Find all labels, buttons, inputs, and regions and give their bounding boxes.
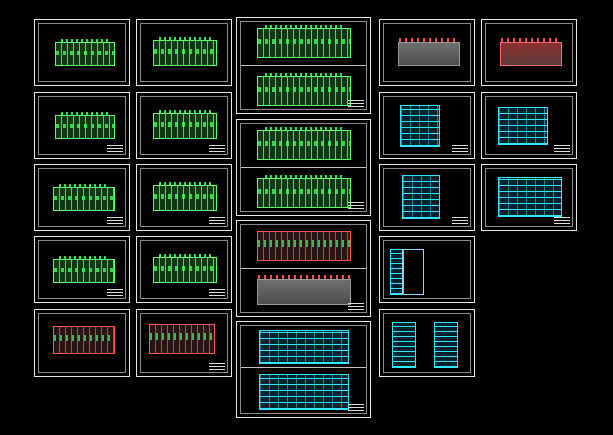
section-outline <box>402 249 424 295</box>
elevation-drawing <box>259 330 349 364</box>
floor-plan-drawing <box>257 231 351 261</box>
elevation-drawing <box>402 175 440 219</box>
title-block <box>554 216 570 224</box>
floor-plan-drawing <box>257 25 351 58</box>
roof-plan-drawing <box>500 38 562 66</box>
title-block <box>107 216 123 224</box>
sheet-floor-plan-10[interactable] <box>136 309 232 377</box>
sheet-floor-plan-6[interactable] <box>136 164 232 231</box>
sheet-floor-plan-5[interactable] <box>34 164 130 231</box>
floor-plan-drawing <box>149 324 215 354</box>
sheet-divider <box>241 268 366 269</box>
title-block <box>452 144 468 152</box>
sheet-floor-plan-9[interactable] <box>34 309 130 377</box>
section-drawing <box>390 249 404 295</box>
sheet-floor-plan-1[interactable] <box>34 19 130 86</box>
sheet-roof-plan-2[interactable] <box>481 19 577 86</box>
section-drawing <box>434 322 458 368</box>
title-block <box>209 288 225 296</box>
sheet-divider <box>241 65 366 66</box>
elevation-drawing <box>400 105 440 147</box>
sheet-section-1[interactable] <box>379 236 475 303</box>
sheet-floor-plan-4[interactable] <box>136 92 232 159</box>
elevation-drawing <box>498 177 562 217</box>
floor-plan-drawing <box>55 112 115 139</box>
floor-plan-drawing <box>53 326 115 354</box>
title-block <box>209 362 225 370</box>
floor-plan-drawing <box>153 254 217 283</box>
sheet-section-2[interactable] <box>379 309 475 377</box>
floor-plan-drawing <box>53 256 115 283</box>
sheet-unit-plans-b[interactable] <box>236 119 371 216</box>
sheet-floor-plan-7[interactable] <box>34 236 130 303</box>
floor-plan-drawing <box>153 110 217 139</box>
sheet-elevations-main[interactable] <box>236 321 371 418</box>
title-block <box>107 144 123 152</box>
sheet-divider <box>241 367 366 368</box>
sheet-floor-plan-8[interactable] <box>136 236 232 303</box>
section-drawing <box>392 322 416 368</box>
floor-plan-drawing <box>53 184 115 211</box>
floor-plan-drawing <box>153 37 217 66</box>
title-block <box>348 403 364 411</box>
roof-plan-drawing <box>398 38 460 66</box>
elevation-drawing <box>498 107 548 145</box>
floor-plan-drawing <box>257 175 351 208</box>
title-block <box>554 144 570 152</box>
sheet-elevation-1[interactable] <box>379 92 475 159</box>
floor-plan-drawing <box>257 73 351 106</box>
title-block <box>209 216 225 224</box>
sheet-floor-plan-2[interactable] <box>136 19 232 86</box>
title-block <box>107 288 123 296</box>
floor-plan-drawing <box>55 39 115 66</box>
sheet-unit-plans-c[interactable] <box>236 220 371 317</box>
sheet-elevation-3[interactable] <box>379 164 475 231</box>
sheet-elevation-4[interactable] <box>481 164 577 231</box>
title-block <box>209 144 225 152</box>
title-block <box>348 99 364 107</box>
title-block <box>452 216 468 224</box>
title-block <box>348 302 364 310</box>
title-block <box>348 201 364 209</box>
floor-plan-drawing <box>153 182 217 211</box>
sheet-elevation-2[interactable] <box>481 92 577 159</box>
floor-plan-drawing <box>257 127 351 160</box>
elevation-drawing <box>259 374 349 410</box>
sheet-divider <box>241 167 366 168</box>
sheet-roof-plan-1[interactable] <box>379 19 475 86</box>
sheet-unit-plans-a[interactable] <box>236 17 371 114</box>
sheet-floor-plan-3[interactable] <box>34 92 130 159</box>
roof-plan-drawing <box>257 275 351 305</box>
